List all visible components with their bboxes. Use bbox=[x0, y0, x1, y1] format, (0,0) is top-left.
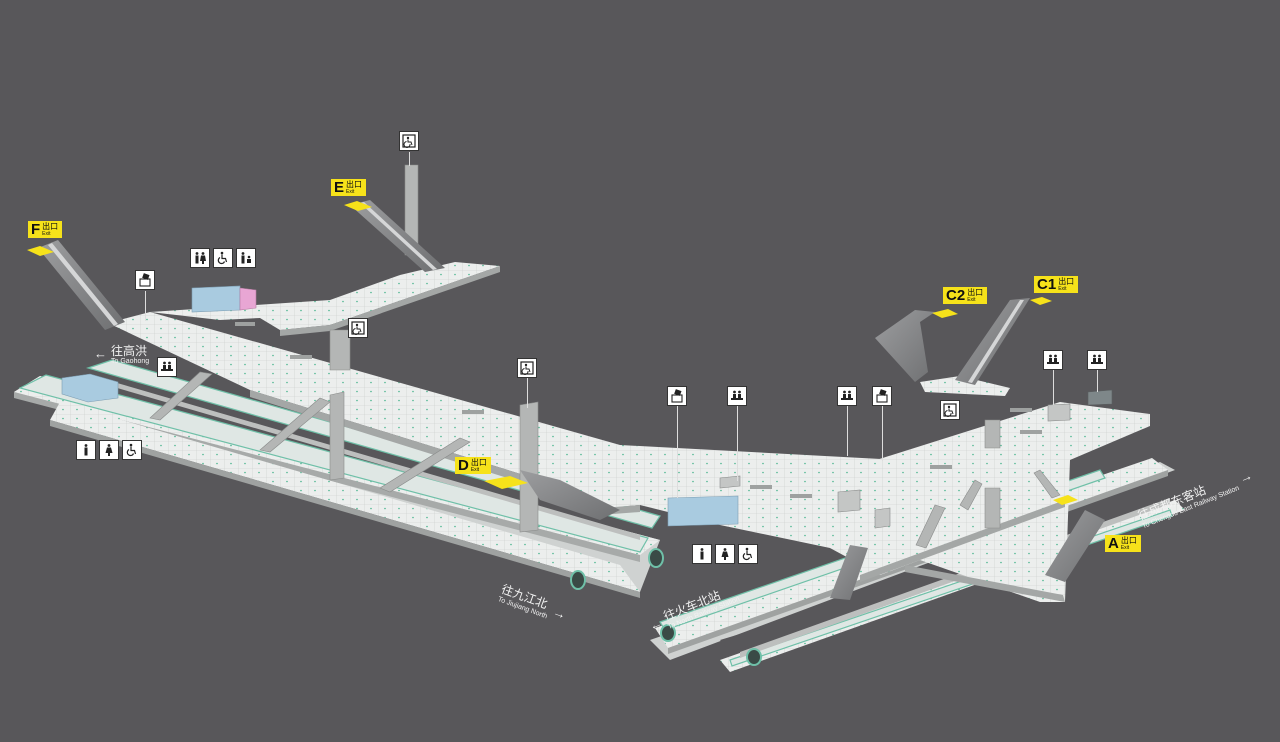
sign-stem bbox=[1053, 370, 1054, 405]
ticket-machine-icon bbox=[667, 386, 687, 406]
toilet-sign-group bbox=[692, 544, 758, 564]
sign-stem bbox=[847, 406, 848, 456]
elevator-accessible-icon bbox=[399, 131, 419, 151]
toilet-male-icon bbox=[190, 248, 210, 268]
structure-columns bbox=[149, 164, 1061, 549]
fare-gates bbox=[235, 322, 1042, 498]
exit-landings bbox=[27, 201, 1078, 505]
wheelchair-icon bbox=[738, 544, 758, 564]
baby-care-icon bbox=[236, 248, 256, 268]
service-center-icon bbox=[1043, 350, 1063, 370]
sign-stem bbox=[737, 406, 738, 481]
facility-blocks bbox=[61, 285, 1113, 529]
toilet-male-icon bbox=[692, 544, 712, 564]
sign-stem bbox=[145, 291, 146, 321]
toilet-sign-group bbox=[190, 248, 256, 268]
sign-stem bbox=[677, 406, 678, 498]
service-center-icon bbox=[1087, 350, 1107, 370]
exit-escalators bbox=[38, 200, 1105, 600]
ticket-machine-icon bbox=[872, 386, 892, 406]
toilet-female-icon bbox=[715, 544, 735, 564]
wheelchair-icon bbox=[213, 248, 233, 268]
wheelchair-icon bbox=[122, 440, 142, 460]
sign-stem bbox=[409, 152, 410, 166]
toilet-sign-group bbox=[76, 440, 142, 460]
service-center-icon bbox=[157, 357, 177, 377]
sign-stem bbox=[1097, 370, 1098, 392]
toilet-female-icon bbox=[99, 440, 119, 460]
sign-stem bbox=[882, 406, 883, 461]
ticket-machine-icon bbox=[135, 270, 155, 290]
toilet-male-icon bbox=[76, 440, 96, 460]
elevator-accessible-icon bbox=[517, 358, 537, 378]
sign-stem bbox=[527, 378, 528, 408]
service-center-icon bbox=[837, 386, 857, 406]
arrow-left-icon: ← bbox=[94, 346, 107, 361]
service-center-icon bbox=[727, 386, 747, 406]
elevator-accessible-icon bbox=[348, 318, 368, 338]
elevator-accessible-icon bbox=[940, 400, 960, 420]
